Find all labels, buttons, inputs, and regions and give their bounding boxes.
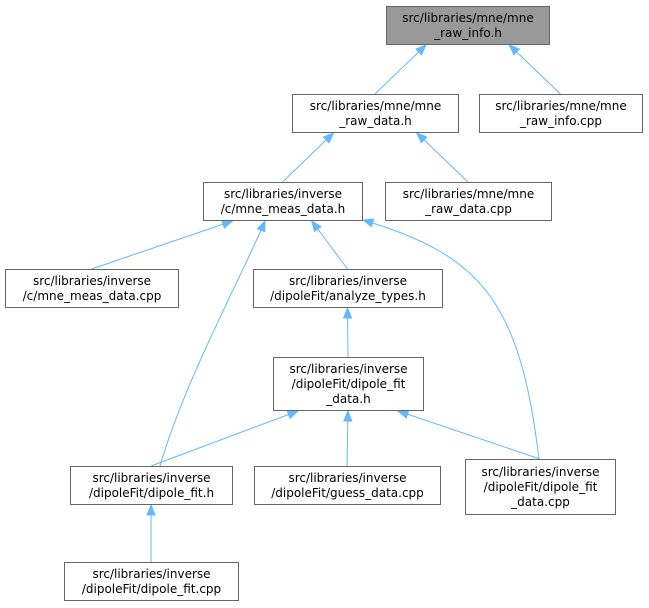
arrowhead-icon — [342, 306, 353, 319]
node-label-line: _raw_info.cpp — [519, 114, 602, 128]
node-label-line: /dipoleFit/dipole_fit — [292, 377, 406, 391]
node-label-line: src/libraries/inverse — [289, 362, 407, 376]
arrowhead-icon — [322, 132, 335, 144]
edge-line — [91, 220, 233, 270]
node-mne-raw-info-cpp[interactable]: src/libraries/mne/mne_raw_info.cpp — [479, 94, 643, 133]
edge-dipole_fit_data_h-to-analyze_types_h — [342, 306, 353, 358]
edge-mne_raw_info_cpp-to-mne_raw_info_h — [508, 44, 561, 95]
arrowhead-icon — [361, 218, 375, 228]
node-label-line: src/libraries/inverse — [224, 187, 342, 201]
node-box — [465, 459, 616, 515]
node-mne-meas-data-cpp[interactable]: src/libraries/inverse/c/mne_meas_data.cp… — [5, 269, 179, 308]
edge-analyze_types_h-to-mne_meas_data_h — [310, 219, 348, 270]
node-label-line: src/libraries/inverse — [288, 471, 406, 485]
node-analyze-types-h[interactable]: src/libraries/inverse/dipoleFit/analyze_… — [253, 269, 443, 308]
node-box — [386, 6, 550, 45]
edge-dipole_fit_h-to-dipole_fit_data_h — [150, 410, 300, 467]
arrowhead-icon — [396, 409, 410, 419]
node-label-line: src/libraries/inverse — [289, 274, 407, 288]
node-box — [5, 269, 179, 308]
node-label-line: _raw_data.h — [338, 114, 412, 128]
node-label-line: src/libraries/mne/mne — [402, 11, 533, 25]
edge-dipole_fit_data_cpp-to-mne_meas_data_h — [361, 218, 540, 460]
arrowhead-icon — [310, 219, 322, 233]
edge-mne_meas_data_h-to-mne_raw_data_h — [282, 132, 335, 183]
edge-dipole_fit_h-to-mne_meas_data_h — [159, 219, 266, 467]
edge-line — [416, 132, 469, 183]
node-box — [292, 94, 459, 133]
node-label-line: src/libraries/mne/mne — [310, 99, 441, 113]
node-label-line: src/libraries/inverse — [33, 274, 151, 288]
edge-line — [397, 410, 541, 460]
node-label-line: _raw_data.cpp — [424, 202, 512, 216]
node-box — [64, 562, 239, 601]
node-dipole-fit-cpp[interactable]: src/libraries/inverse/dipoleFit/dipole_f… — [64, 562, 239, 601]
node-label-line: /dipoleFit/dipole_fit.h — [89, 486, 214, 500]
edge-line — [150, 410, 299, 467]
node-box — [273, 357, 424, 411]
arrowhead-icon — [146, 503, 156, 516]
node-label-line: src/libraries/inverse — [481, 465, 599, 479]
node-box — [479, 94, 643, 133]
arrowhead-icon — [415, 132, 428, 144]
node-mne-meas-data-h[interactable]: src/libraries/inverse/c/mne_meas_data.h — [203, 182, 363, 221]
edge-mne_meas_data_cpp-to-mne_meas_data_h — [91, 219, 234, 270]
edge-line — [509, 44, 561, 95]
edge-line — [374, 44, 427, 95]
node-box — [254, 466, 441, 505]
node-label-line: /dipoleFit/analyze_types.h — [270, 289, 426, 303]
edge-mne_raw_data_cpp-to-mne_raw_data_h — [415, 132, 469, 183]
edge-dipole_fit_cpp-to-dipole_fit_h — [146, 503, 156, 562]
node-label-line: src/libraries/mne/mne — [495, 99, 626, 113]
node-box — [203, 182, 363, 221]
node-label-line: /c/mne_meas_data.cpp — [23, 289, 162, 303]
edge-line — [282, 132, 334, 183]
node-box — [253, 269, 443, 308]
arrowhead-icon — [286, 410, 300, 420]
node-box — [70, 466, 233, 505]
node-label-line: src/libraries/mne/mne — [403, 187, 534, 201]
node-dipole-fit-h[interactable]: src/libraries/inverse/dipoleFit/dipole_f… — [70, 466, 233, 505]
node-guess-data-cpp[interactable]: src/libraries/inverse/dipoleFit/guess_da… — [254, 466, 441, 505]
node-mne-raw-data-h[interactable]: src/libraries/mne/mne_raw_data.h — [292, 94, 459, 133]
node-box — [385, 182, 552, 221]
node-label-line: src/libraries/inverse — [92, 471, 210, 485]
node-label-line: _data.h — [325, 392, 370, 406]
node-label-line: /dipoleFit/guess_data.cpp — [271, 486, 424, 500]
node-label-line: src/libraries/inverse — [92, 567, 210, 581]
node-mne-raw-info-h[interactable]: src/libraries/mne/mne_raw_info.h — [386, 6, 550, 45]
edge-guess_data_cpp-to-dipole_fit_data_h — [343, 409, 353, 467]
edge-line — [362, 219, 540, 460]
arrowhead-icon — [415, 44, 427, 56]
node-label-line: _raw_info.h — [433, 26, 502, 40]
arrowhead-icon — [256, 219, 266, 233]
edge-line — [159, 220, 266, 467]
arrowhead-icon — [221, 219, 234, 229]
node-dipole-fit-data-h[interactable]: src/libraries/inverse/dipoleFit/dipole_f… — [273, 357, 424, 411]
node-label-line: /c/mne_meas_data.h — [221, 202, 346, 216]
node-label-line: _data.cpp — [510, 495, 570, 509]
node-dipole-fit-data-cpp[interactable]: src/libraries/inverse/dipoleFit/dipole_f… — [465, 459, 616, 515]
node-label-line: /dipoleFit/dipole_fit.cpp — [82, 582, 221, 596]
edge-mne_raw_data_h-to-mne_raw_info_h — [374, 44, 427, 95]
arrowhead-icon — [343, 409, 353, 422]
edge-dipole_fit_data_cpp-to-dipole_fit_data_h — [396, 409, 541, 460]
node-label-line: /dipoleFit/dipole_fit — [484, 480, 598, 494]
node-mne-raw-data-cpp[interactable]: src/libraries/mne/mne_raw_data.cpp — [385, 182, 552, 221]
arrowhead-icon — [508, 44, 521, 56]
